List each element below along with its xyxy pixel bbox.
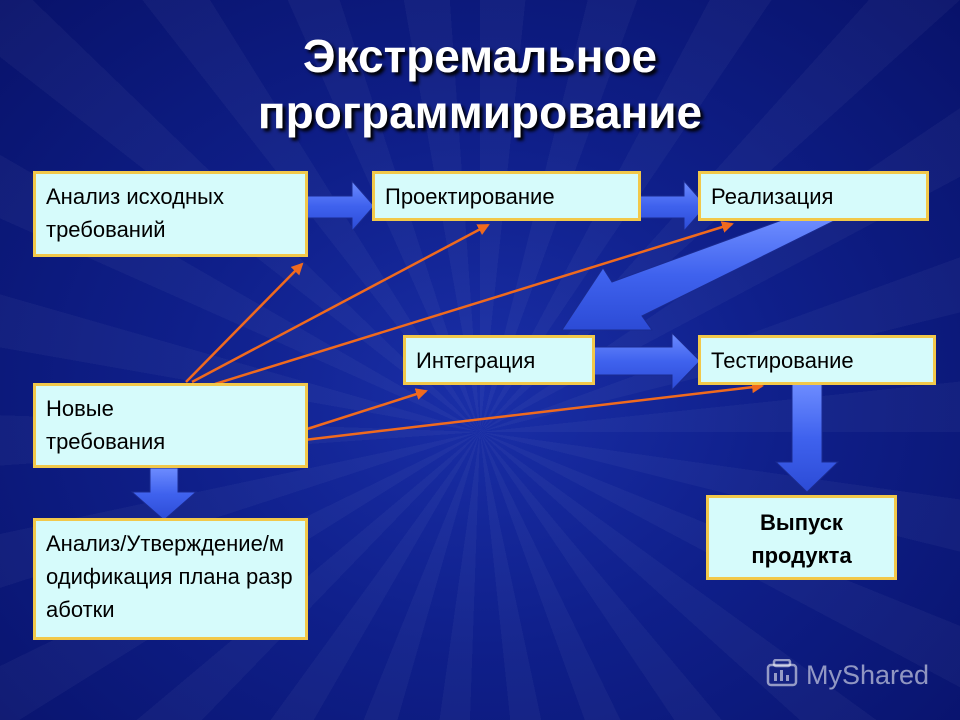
arrow-new-to-analysis (185, 262, 304, 383)
box-plan-review-label: Анализ/Утверждение/модификация плана раз… (46, 531, 293, 622)
box-design-label: Проектирование (385, 184, 555, 209)
block-arrow-integration-to-testing (591, 331, 701, 392)
title-line-1: Экстремальное (302, 30, 658, 82)
arrow-new-to-implementation (214, 221, 734, 386)
box-implementation-label: Реализация (711, 184, 834, 209)
box-plan-review: Анализ/Утверждение/модификация плана раз… (33, 518, 308, 640)
block-arrow-testing-to-release (774, 383, 840, 493)
box-release-label: Выпуск продукта (751, 510, 852, 568)
slide-title: Экстремальное программирование (0, 28, 960, 140)
block-arrow-implementation-to-integration (561, 219, 837, 331)
box-release: Выпуск продукта (706, 495, 897, 580)
box-testing-label: Тестирование (711, 348, 854, 373)
box-new-requirements: Новые требования (33, 383, 308, 468)
arrow-new-to-testing (303, 381, 764, 442)
block-arrow-new-to-plan (130, 467, 198, 521)
arrow-new-to-design (191, 223, 490, 384)
block-arrow-analysis-to-design (305, 179, 375, 233)
box-analysis-label: Анализ исходных требований (46, 184, 224, 242)
box-testing: Тестирование (698, 335, 936, 385)
box-integration-label: Интеграция (416, 348, 536, 373)
box-integration: Интеграция (403, 335, 595, 385)
watermark-logo-icon (766, 659, 798, 687)
arrow-new-to-integration (303, 388, 428, 432)
watermark-text: MyShared (806, 660, 930, 690)
block-arrow-design-to-implementation (639, 179, 707, 233)
title-line-2: программирование (257, 86, 703, 138)
box-design: Проектирование (372, 171, 641, 221)
box-analysis-requirements: Анализ исходных требований (33, 171, 308, 257)
box-new-requirements-label: Новые требования (46, 396, 166, 454)
box-implementation: Реализация (698, 171, 929, 221)
watermark: MyShared (766, 655, 946, 695)
